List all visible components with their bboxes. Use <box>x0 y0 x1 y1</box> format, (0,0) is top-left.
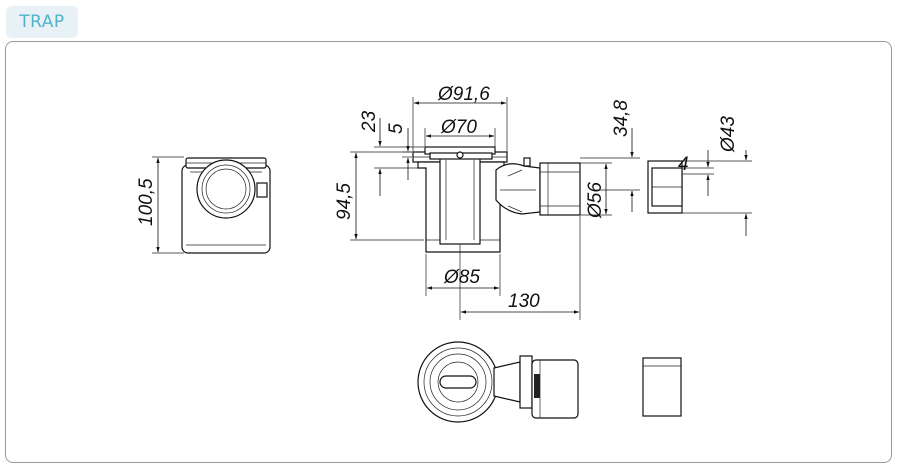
dim-d70: Ø70 <box>440 117 477 138</box>
top-view <box>417 341 682 423</box>
adapter-view <box>647 150 752 236</box>
dim-d56: Ø56 <box>585 182 606 219</box>
dim-5: 5 <box>386 123 407 134</box>
side-view <box>152 156 271 254</box>
dim-100-5: 100,5 <box>136 178 157 226</box>
center-dimensions <box>350 97 640 320</box>
trap-tab[interactable]: TRAP <box>6 6 78 38</box>
dim-d85: Ø85 <box>443 267 480 288</box>
dim-34-8: 34,8 <box>611 100 632 137</box>
front-section-view <box>412 146 581 253</box>
dim-d91-6: Ø91,6 <box>437 84 490 105</box>
drawing-frame <box>5 41 892 463</box>
dim-4: 4 <box>678 154 689 175</box>
dim-23: 23 <box>359 110 380 133</box>
dim-d43: Ø43 <box>718 116 739 153</box>
dim-130: 130 <box>508 291 540 312</box>
dim-94-5: 94,5 <box>334 183 355 220</box>
